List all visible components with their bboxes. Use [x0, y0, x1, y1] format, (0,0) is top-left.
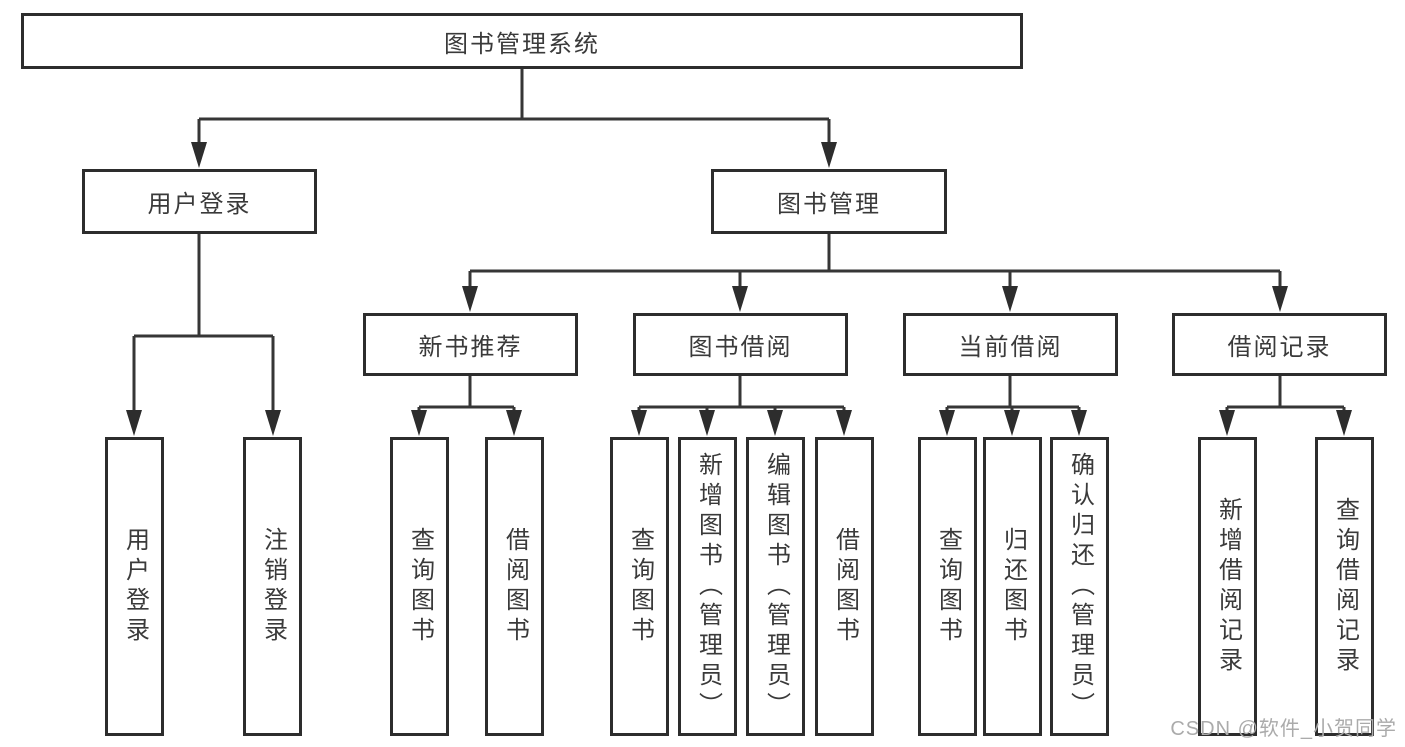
node-root-label: 图书管理系统	[444, 30, 600, 58]
node-user-login-label: 用户登录	[147, 191, 252, 218]
leaf-borrow-borrow-books-label: 借阅图书	[831, 526, 859, 647]
node-new-book-recommend: 新书推荐	[363, 313, 578, 376]
node-user-login: 用户登录	[82, 169, 317, 234]
leaf-records-query-record: 查询借阅记录	[1315, 437, 1374, 736]
csdn-watermark: CSDN @软件_小贺同学	[1170, 718, 1397, 740]
leaf-current-query-books-label: 查询图书	[934, 526, 962, 647]
leaf-borrow-add-books-admin-label: 新增图书（管理员）	[694, 451, 722, 722]
leaf-logout: 注销登录	[243, 437, 302, 736]
leaf-recommend-query-books: 查询图书	[390, 437, 449, 736]
leaf-current-confirm-return-admin: 确认归还（管理员）	[1050, 437, 1109, 736]
leaf-records-query-record-label: 查询借阅记录	[1331, 496, 1359, 677]
leaf-user-login-label: 用户登录	[121, 526, 149, 647]
leaf-current-query-books: 查询图书	[918, 437, 977, 736]
leaf-logout-label: 注销登录	[259, 526, 287, 647]
leaf-current-return-books: 归还图书	[983, 437, 1042, 736]
leaf-recommend-borrow-books: 借阅图书	[485, 437, 544, 736]
node-borrow-records-label: 借阅记录	[1227, 334, 1332, 361]
node-book-borrow: 图书借阅	[633, 313, 848, 376]
leaf-records-add-record-label: 新增借阅记录	[1214, 496, 1242, 677]
node-book-borrow-label: 图书借阅	[688, 334, 793, 361]
leaf-borrow-edit-books-admin-label: 编辑图书（管理员）	[762, 451, 790, 722]
connector-paths	[132, 69, 1346, 412]
node-book-management: 图书管理	[711, 169, 947, 234]
leaf-borrow-query-books-label: 查询图书	[626, 526, 654, 647]
leaf-current-return-books-label: 归还图书	[999, 526, 1027, 647]
node-current-borrow-label: 当前借阅	[958, 334, 1063, 361]
leaf-borrow-edit-books-admin: 编辑图书（管理员）	[746, 437, 805, 736]
arrowheads	[126, 142, 1352, 436]
leaf-borrow-query-books: 查询图书	[610, 437, 669, 736]
leaf-borrow-add-books-admin: 新增图书（管理员）	[678, 437, 737, 736]
leaf-recommend-query-books-label: 查询图书	[406, 526, 434, 647]
leaf-recommend-borrow-books-label: 借阅图书	[501, 526, 529, 647]
node-borrow-records: 借阅记录	[1172, 313, 1387, 376]
leaf-borrow-borrow-books: 借阅图书	[815, 437, 874, 736]
leaf-current-confirm-return-admin-label: 确认归还（管理员）	[1066, 451, 1094, 722]
node-current-borrow: 当前借阅	[903, 313, 1118, 376]
node-new-book-recommend-label: 新书推荐	[418, 334, 523, 361]
node-book-management-label: 图书管理	[777, 191, 881, 218]
leaf-user-login: 用户登录	[105, 437, 164, 736]
leaf-records-add-record: 新增借阅记录	[1198, 437, 1257, 736]
node-root-system: 图书管理系统	[21, 13, 1023, 69]
